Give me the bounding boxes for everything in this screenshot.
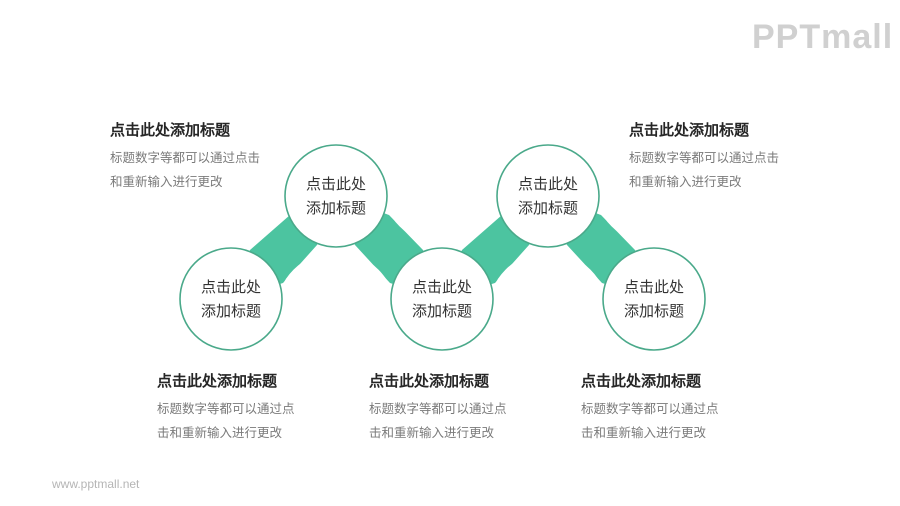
pptmall-logo: PPTmall [752, 18, 894, 56]
node-circle-1 [179, 247, 283, 351]
caption-5[interactable]: 点击此处添加标题 标题数字等都可以通过点 击和重新输入进行更改 [581, 371, 771, 445]
caption-3[interactable]: 点击此处添加标题 标题数字等都可以通过点 击和重新输入进行更改 [157, 371, 347, 445]
node-circle-5 [602, 247, 706, 351]
caption-title: 点击此处添加标题 [629, 121, 750, 139]
node-label-2[interactable]: 点击此处 添加标题 [305, 175, 366, 217]
caption-4[interactable]: 点击此处添加标题 标题数字等都可以通过点 击和重新输入进行更改 [369, 371, 559, 445]
caption-1[interactable]: 点击此处添加标题 标题数字等都可以通过点击 和重新输入进行更改 [110, 120, 300, 194]
caption-title: 点击此处添加标题 [581, 372, 702, 390]
node-label-5[interactable]: 点击此处 添加标题 [623, 278, 684, 320]
caption-title: 点击此处添加标题 [369, 372, 490, 390]
caption-desc: 标题数字等都可以通过点 击和重新输入进行更改 [581, 401, 719, 440]
caption-desc: 标题数字等都可以通过点击 和重新输入进行更改 [110, 150, 261, 189]
node-label-4[interactable]: 点击此处 添加标题 [517, 175, 578, 217]
node-circle-3 [390, 247, 494, 351]
caption-title: 点击此处添加标题 [110, 121, 231, 139]
node-circle-4 [496, 144, 600, 248]
caption-desc: 标题数字等都可以通过点 击和重新输入进行更改 [157, 401, 295, 440]
node-label-3[interactable]: 点击此处 添加标题 [411, 278, 472, 320]
caption-desc: 标题数字等都可以通过点 击和重新输入进行更改 [369, 401, 507, 440]
footer-url: www.pptmall.net [52, 477, 140, 491]
caption-desc: 标题数字等都可以通过点击 和重新输入进行更改 [629, 150, 780, 189]
node-circle-2 [284, 144, 388, 248]
node-label-1[interactable]: 点击此处 添加标题 [200, 278, 261, 320]
caption-2[interactable]: 点击此处添加标题 标题数字等都可以通过点击 和重新输入进行更改 [629, 120, 819, 194]
caption-title: 点击此处添加标题 [157, 372, 278, 390]
